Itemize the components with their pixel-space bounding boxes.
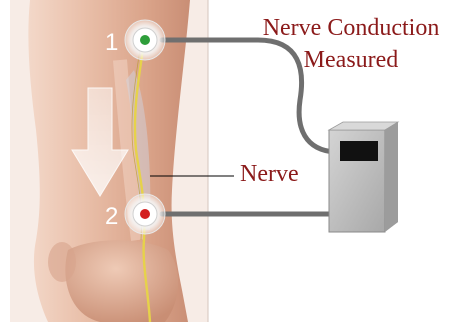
nerve-label: Nerve xyxy=(240,160,299,188)
electrode-2-number: 2 xyxy=(105,203,118,230)
electrode-2-dot xyxy=(140,209,150,219)
ankle-bone xyxy=(48,242,76,282)
diagram-title-line-1: Nerve Conduction xyxy=(248,14,454,42)
measuring-device xyxy=(329,122,398,232)
heel-shape xyxy=(65,240,178,322)
electrode-1-number: 1 xyxy=(105,29,118,56)
electrode-1 xyxy=(125,20,165,60)
diagram-title-line-2: Measured xyxy=(248,46,454,74)
device-screen xyxy=(340,141,378,161)
electrode-2 xyxy=(125,194,165,234)
electrode-1-dot xyxy=(140,35,150,45)
